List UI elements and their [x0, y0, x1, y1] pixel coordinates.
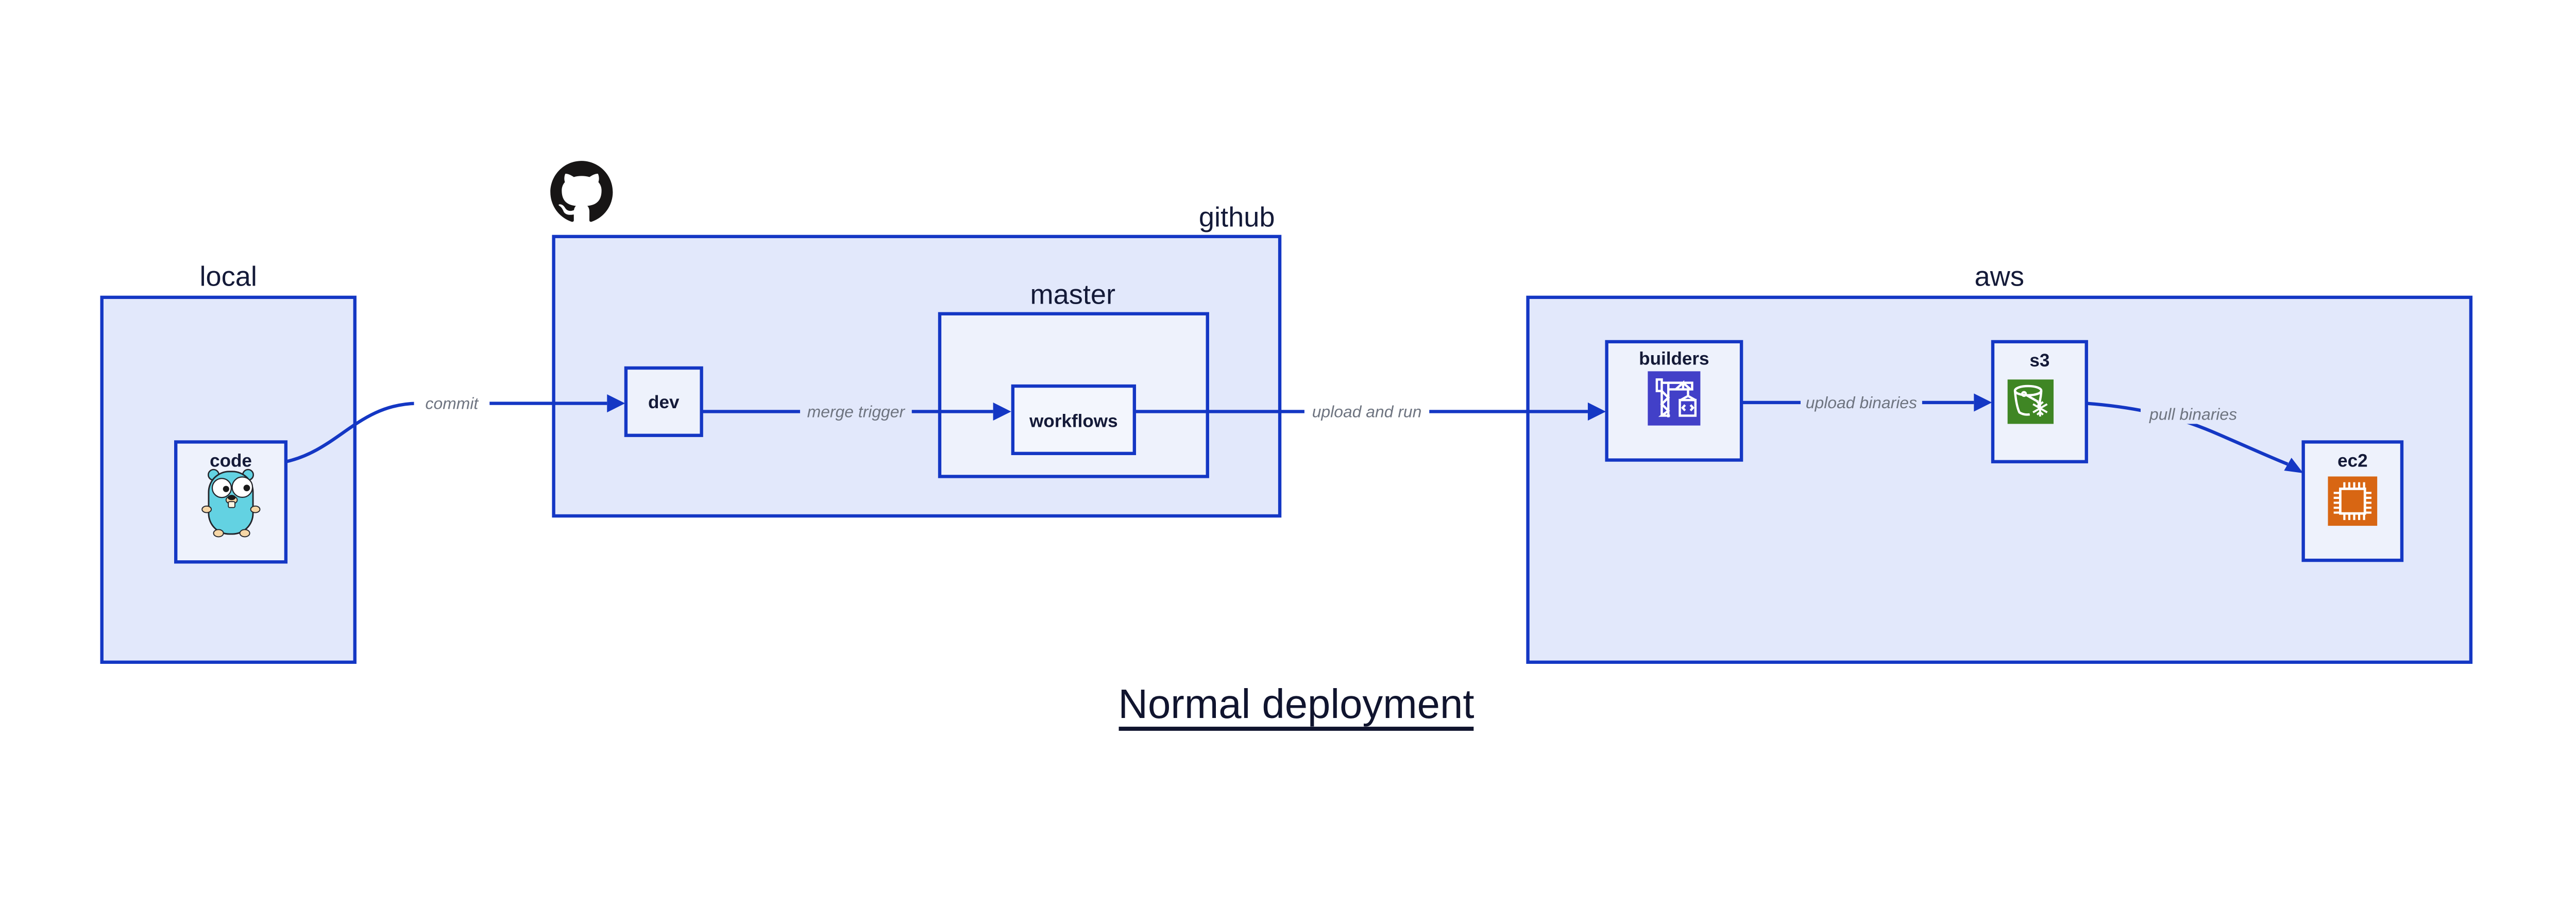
edge-commit: [285, 394, 625, 463]
edge-label-merge-trigger: merge trigger: [800, 402, 912, 422]
arrowhead-into-builders: [1587, 402, 1606, 421]
edge-label-upload-binaries: upload binaries: [1800, 392, 1922, 413]
svg-text:upload binaries: upload binaries: [1806, 393, 1917, 412]
workflows-node-label: workflows: [1029, 411, 1117, 431]
github-octocat-logo: [550, 161, 613, 222]
s3-node-label: s3: [2029, 350, 2049, 371]
arrowhead-into-dev: [607, 394, 625, 413]
builders-node-label: builders: [1639, 349, 1709, 369]
edge-label-upload-and-run: upload and run: [1304, 402, 1430, 422]
local-group-label: local: [200, 261, 257, 292]
arrowhead-into-ec2: [2284, 458, 2303, 474]
svg-text:commit: commit: [426, 394, 479, 413]
master-group-label: master: [1030, 279, 1115, 310]
arrowhead-into-workflows: [993, 402, 1011, 421]
ec2-node-label: ec2: [2337, 450, 2368, 471]
diagram-title: Normal deployment: [1118, 681, 1474, 727]
svg-text:merge trigger: merge trigger: [807, 403, 906, 421]
code-node-label: code: [210, 450, 252, 471]
edge-pull-binaries: [2086, 402, 2303, 474]
aws-codebuild-icon: [1648, 371, 1701, 426]
go-gopher-icon: [201, 469, 261, 538]
edge-label-pull-binaries: pull binaries: [2140, 404, 2246, 424]
aws-s3-glacier-icon: [2007, 379, 2054, 424]
dev-node-label: dev: [648, 392, 680, 412]
edge-label-commit: commit: [414, 392, 490, 413]
arrowhead-into-s3: [1974, 393, 1992, 412]
svg-text:pull binaries: pull binaries: [2149, 405, 2237, 423]
aws-group-label: aws: [1975, 261, 2024, 292]
svg-text:upload and run: upload and run: [1312, 403, 1422, 421]
dev-node-box: [624, 366, 703, 437]
workflows-node-box: [1011, 384, 1137, 455]
github-group-label: github: [1199, 202, 1275, 233]
aws-ec2-icon: [2328, 476, 2378, 526]
